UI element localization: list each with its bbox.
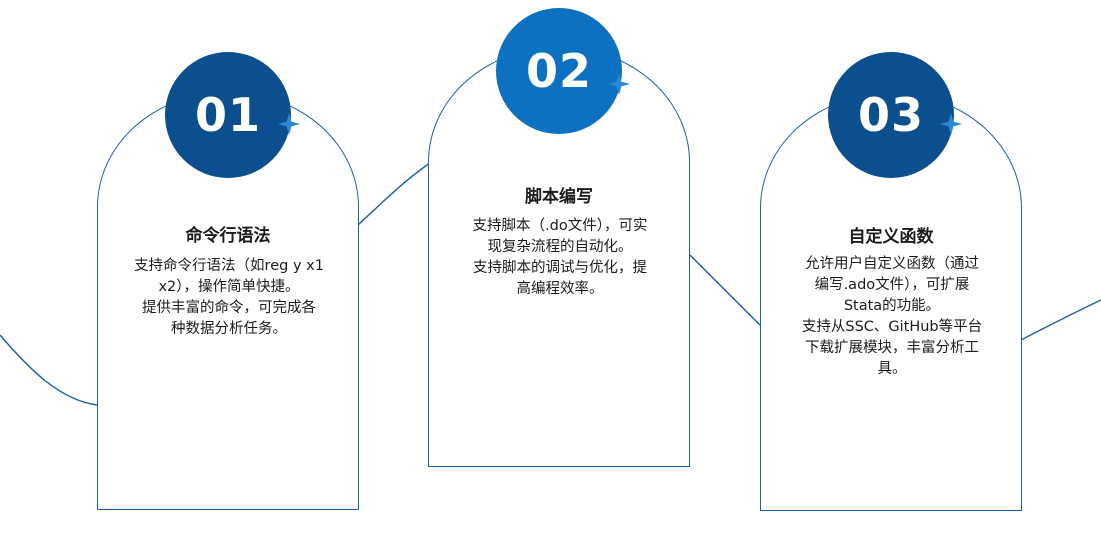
step-card-2: 脚本编写 支持脚本（.do文件），可实 现复杂流程的自动化。 支持脚本的调试与优… bbox=[428, 47, 690, 467]
step-number-badge-1: 01 bbox=[165, 52, 291, 178]
step-number-1: 01 bbox=[194, 88, 261, 142]
step-title-1: 命令行语法 bbox=[185, 226, 271, 246]
step-desc-3: 允许用户自定义函数（通过 编写.ado文件），可扩展 Stata的功能。 支持从… bbox=[761, 254, 1023, 380]
desc-line: 允许用户自定义函数（通过 bbox=[805, 256, 979, 272]
desc-line: 支持脚本（.do文件），可实 bbox=[472, 218, 648, 234]
desc-line: 编写.ado文件），可扩展 bbox=[814, 277, 970, 293]
desc-line: 高编程效率。 bbox=[516, 281, 604, 297]
sparkle-star-icon bbox=[940, 113, 962, 135]
step-number-2: 02 bbox=[525, 44, 592, 98]
desc-line: x2），操作简单快捷。 bbox=[158, 279, 300, 295]
desc-line: 现复杂流程的自动化。 bbox=[487, 239, 633, 255]
desc-line: 种数据分析任务。 bbox=[171, 321, 287, 337]
desc-line: Stata的功能。 bbox=[843, 298, 941, 314]
step-desc-1: 支持命令行语法（如reg y x1 x2），操作简单快捷。 提供丰富的命令，可完… bbox=[98, 256, 360, 340]
sparkle-star-icon bbox=[608, 73, 630, 95]
step-number-3: 03 bbox=[857, 88, 924, 142]
sparkle-star-icon bbox=[278, 113, 300, 135]
step-title-3: 自定义函数 bbox=[848, 227, 934, 247]
step-desc-2: 支持脚本（.do文件），可实 现复杂流程的自动化。 支持脚本的调试与优化，提 高… bbox=[429, 216, 691, 300]
desc-line: 下载扩展模块，丰富分析工 bbox=[805, 340, 979, 356]
desc-line: 支持命令行语法（如reg y x1 bbox=[134, 258, 324, 274]
step-number-badge-2: 02 bbox=[496, 8, 622, 134]
desc-line: 支持从SSC、GitHub等平台 bbox=[801, 319, 983, 335]
step-card-3: 自定义函数 允许用户自定义函数（通过 编写.ado文件），可扩展 Stata的功… bbox=[760, 93, 1022, 511]
desc-line: 支持脚本的调试与优化，提 bbox=[473, 260, 647, 276]
desc-line: 提供丰富的命令，可完成各 bbox=[142, 300, 316, 316]
step-number-badge-3: 03 bbox=[828, 52, 954, 178]
step-title-2: 脚本编写 bbox=[525, 187, 593, 207]
desc-line: 具。 bbox=[877, 361, 907, 377]
